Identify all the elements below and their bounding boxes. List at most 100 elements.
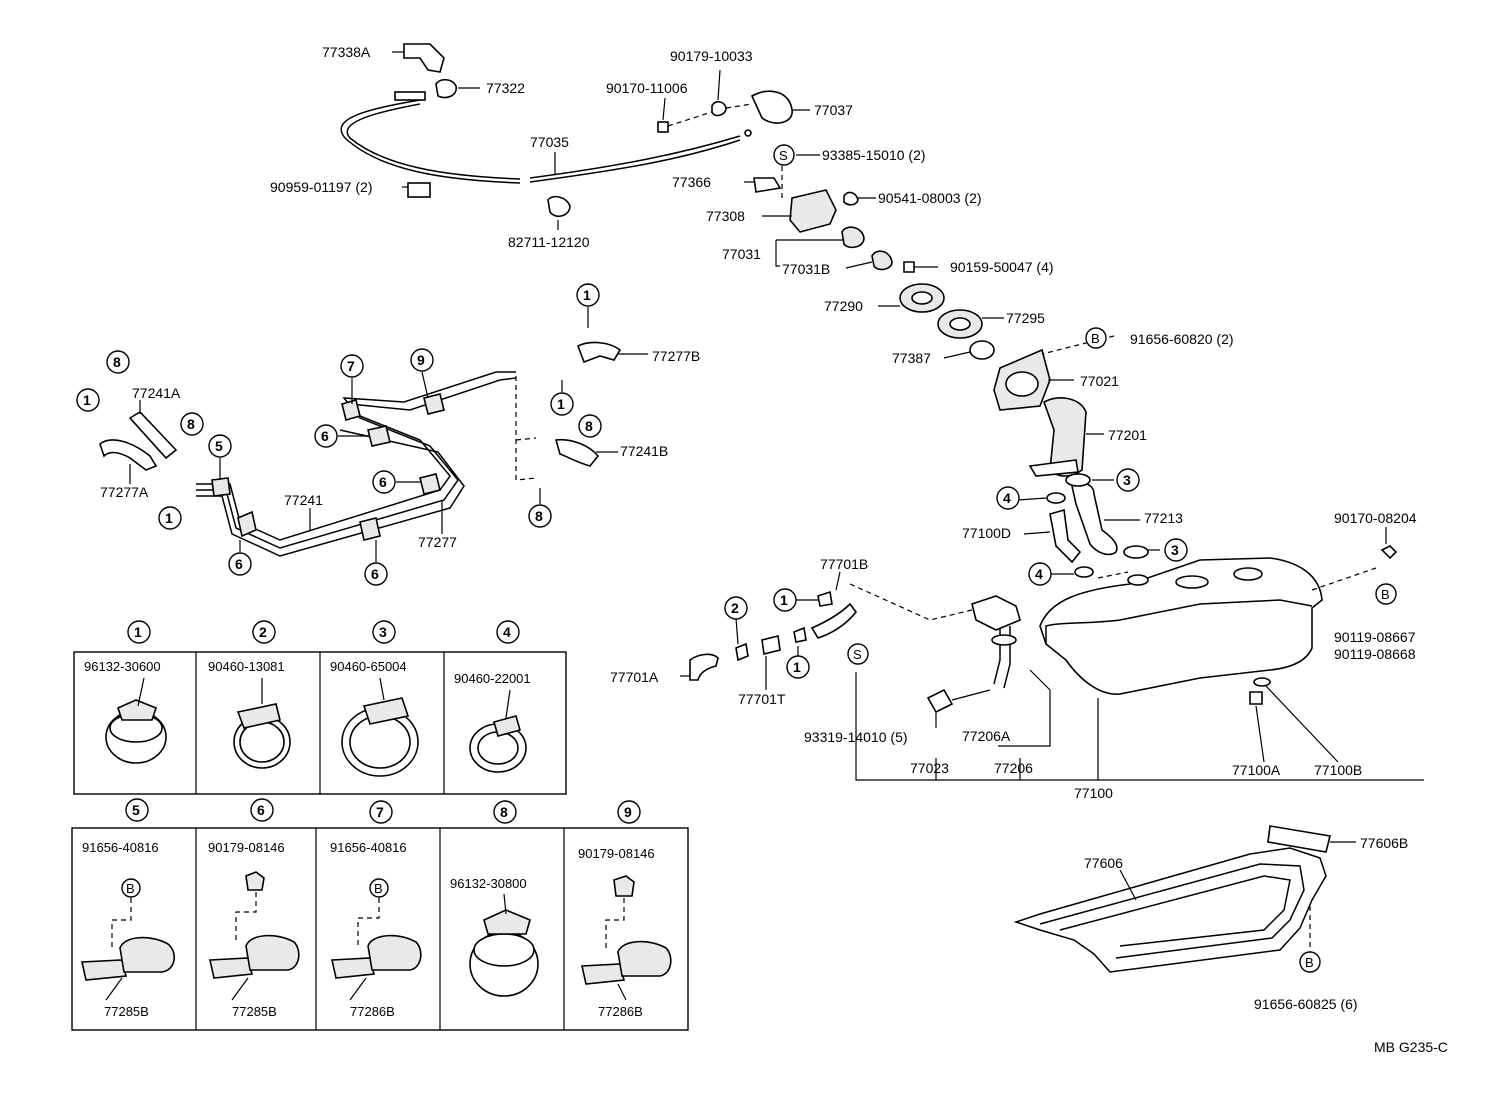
callout-circle	[493, 800, 517, 824]
dash-line	[667, 111, 713, 127]
part-90959-shape	[407, 182, 431, 198]
label-77206: 77206	[994, 760, 1033, 776]
legend-part-label: 91656-40816	[330, 840, 407, 855]
leader-line	[505, 689, 511, 719]
label-77701A: 77701A	[610, 669, 659, 685]
lid-opener-cable	[340, 99, 521, 184]
label-77338A: 77338A	[322, 44, 371, 60]
callout-4: 4	[503, 624, 511, 640]
callout-circle	[127, 620, 151, 644]
legend-clamps: 96132-30600 90460-13081 90460-65004 9046…	[73, 651, 567, 795]
callout-circle	[340, 354, 364, 378]
clamp-3-inner	[349, 715, 411, 769]
callout-7: 7	[376, 804, 384, 820]
callout-3: 3	[379, 624, 387, 640]
label-77100B: 77100B	[1314, 762, 1362, 778]
callout-circle	[550, 392, 574, 416]
callout-2: 2	[259, 624, 267, 640]
part-77100B-shape	[1253, 677, 1271, 687]
bolt-marker	[121, 878, 141, 898]
part-90170-08204-shape	[1380, 545, 1398, 560]
clamp-6-b	[359, 517, 381, 541]
fuel-line-77241	[196, 371, 516, 549]
bracket-clip	[367, 934, 422, 971]
leader-line	[379, 677, 385, 701]
legend-bracket-5: 91656-40816 B 77285B	[81, 840, 175, 1019]
label-90959: 90959-01197 (2)	[270, 179, 372, 195]
callout-7: 7	[347, 358, 355, 374]
clamp-7-shape	[341, 399, 361, 421]
clamp-2-shape	[735, 642, 749, 662]
label-91656-60825: 91656-60825 (6)	[1254, 996, 1358, 1012]
label-91656-60820: 91656-60820 (2)	[1130, 331, 1234, 347]
lid-opener-cable-group	[340, 43, 810, 230]
label-77241A: 77241A	[132, 385, 181, 401]
clamp-6-a	[237, 510, 257, 538]
callout-6: 6	[321, 428, 329, 444]
bolt-marker-label: B	[374, 881, 383, 896]
callout-8: 8	[585, 418, 593, 434]
tank-band-inner-2	[1059, 875, 1291, 947]
part-90170-11006-shape	[657, 121, 669, 133]
label-77206A: 77206A	[962, 728, 1011, 744]
bolt-marker-B: B	[1305, 955, 1314, 970]
bracket-plate	[581, 963, 625, 985]
callout-1: 1	[134, 624, 142, 640]
part-77031B-shape	[871, 250, 893, 271]
callout-1: 1	[793, 659, 801, 675]
label-77031: 77031	[722, 246, 761, 262]
clamp-3-lower	[1123, 545, 1149, 559]
part-77295-hole	[949, 317, 971, 331]
leader-bracket-77100	[855, 672, 1424, 781]
nut-icon	[245, 871, 265, 891]
clamp-9-shape	[423, 393, 445, 415]
bracket-clip	[617, 940, 672, 977]
callout-circle	[576, 283, 600, 307]
label-77100A: 77100A	[1232, 762, 1281, 778]
label-77031B: 77031B	[782, 261, 830, 277]
label-77241: 77241	[284, 492, 323, 508]
callout-circle	[1116, 468, 1140, 492]
callout-circle	[410, 348, 434, 372]
callout-circle	[250, 798, 274, 822]
leader-line	[105, 977, 123, 1001]
label-90170-08204: 90170-08204	[1334, 510, 1417, 526]
label-77366: 77366	[672, 174, 711, 190]
callout-circle	[773, 144, 795, 166]
part-77100D-shape	[1049, 508, 1082, 564]
callout-1: 1	[557, 396, 565, 412]
callout-circle	[369, 800, 393, 824]
label-77701B: 77701B	[820, 556, 868, 572]
callout-4: 4	[1003, 490, 1011, 506]
callout-6: 6	[379, 474, 387, 490]
label-77241B: 77241B	[620, 443, 668, 459]
clamp-3-screw	[362, 697, 410, 725]
callout-circle	[372, 470, 396, 494]
part-82711-shape	[547, 195, 571, 218]
cable-end-fitting	[394, 91, 426, 101]
part-90179-10033-shape	[711, 100, 727, 117]
callout-circle	[1299, 951, 1321, 973]
bolt-marker-B: B	[1381, 587, 1390, 602]
tank-seam-line	[1045, 599, 1313, 644]
legend-bracket-label: 77285B	[104, 1004, 149, 1019]
label-93385: 93385-15010 (2)	[822, 147, 926, 163]
label-77037: 77037	[814, 102, 853, 118]
leader-line	[943, 351, 971, 359]
callout-circle	[364, 562, 388, 586]
tank-band-group	[1013, 825, 1356, 973]
part-77701A-shape	[689, 653, 719, 681]
legend-part-label: 96132-30800	[450, 876, 527, 891]
screw-marker-S: S	[779, 148, 788, 163]
callout-circle	[106, 350, 130, 374]
part-90159-shape	[903, 261, 915, 273]
legend-clamp-2: 90460-13081	[208, 659, 291, 769]
part-77366-shape	[753, 177, 782, 193]
dash-line	[357, 898, 380, 948]
callout-circle	[1028, 562, 1052, 586]
bracket-clip	[119, 936, 175, 973]
callout-8: 8	[113, 354, 121, 370]
callout-3: 3	[1171, 542, 1179, 558]
callout-circle	[996, 486, 1020, 510]
